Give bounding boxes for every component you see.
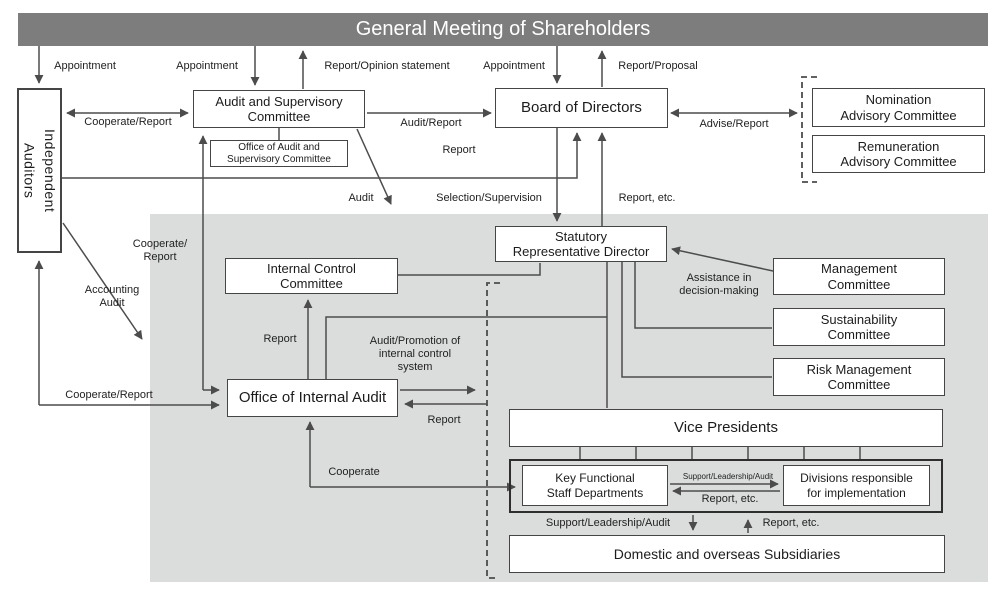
- label-report-oia-icc: Report: [263, 333, 297, 345]
- box-divisions-implementation: Divisions responsible for implementation: [783, 465, 930, 506]
- box-office-audit-supervisory: Office of Audit and Supervisory Committe…: [210, 140, 348, 167]
- label-selection-supervision: Selection/Supervision: [436, 192, 542, 204]
- label-cooperate-report-ia-oia: Cooperate/Report: [65, 389, 153, 401]
- label-advise-report: Advise/Report: [699, 118, 769, 130]
- label-support-leadership-audit-subsidiaries: Support/Leadership/Audit: [545, 517, 671, 529]
- arrow-audit-diagonal: [356, 128, 392, 205]
- box-independent-auditors: Independent Auditors: [17, 88, 62, 253]
- label-support-leadership-audit-inner: Support/Leadership/Audit: [682, 472, 774, 481]
- label-cooperate: Cooperate: [328, 466, 380, 478]
- link-srd-sustainability: [634, 262, 772, 329]
- link-vp-ticks: [579, 447, 861, 459]
- label-report-etc-inner: Report, etc.: [701, 493, 759, 505]
- link-icc-srd: [398, 263, 541, 276]
- label-accounting-audit: Accounting Audit: [84, 284, 140, 309]
- box-vice-presidents: Vice Presidents: [509, 409, 943, 447]
- general-meeting-banner: General Meeting of Shareholders: [18, 13, 988, 46]
- label-appointment-bod: Appointment: [483, 60, 545, 72]
- box-statutory-representative-director: Statutory Representative Director: [495, 226, 667, 262]
- label-appointment-left: Appointment: [54, 60, 116, 72]
- label-report-opinion-statement: Report/Opinion statement: [324, 60, 450, 72]
- arrow-report-ia-to-bod: [62, 132, 582, 179]
- box-management-committee: Management Committee: [773, 258, 945, 295]
- label-report-to-bod: Report: [442, 144, 476, 156]
- label-report-proposal: Report/Proposal: [618, 60, 698, 72]
- link-oia-srd: [325, 316, 607, 379]
- arrow-assistance-decision: [671, 246, 774, 272]
- label-audit-diagonal: Audit: [348, 192, 374, 204]
- label-report-etc-subsidiaries: Report, etc.: [762, 517, 820, 529]
- box-sustainability-committee: Sustainability Committee: [773, 308, 945, 346]
- arrow-accounting-audit: [62, 222, 143, 340]
- box-nomination-advisory-committee: Nomination Advisory Committee: [812, 88, 985, 127]
- link-srd-risk: [621, 262, 772, 378]
- label-audit-report: Audit/Report: [400, 117, 462, 129]
- label-assistance-decision: Assistance in decision-making: [679, 272, 759, 297]
- label-report-etc-to-bod: Report, etc.: [618, 192, 676, 204]
- box-remuneration-advisory-committee: Remuneration Advisory Committee: [812, 135, 985, 173]
- box-board-of-directors: Board of Directors: [495, 88, 668, 128]
- label-report-to-oia: Report: [427, 414, 461, 426]
- box-office-internal-audit: Office of Internal Audit: [227, 379, 398, 417]
- label-appointment-asc: Appointment: [176, 60, 238, 72]
- box-domestic-subsidiaries: Domestic and overseas Subsidiaries: [509, 535, 945, 573]
- dashed-bracket-executive: [486, 282, 500, 579]
- label-cooperate-report-ia-asc: Cooperate/Report: [84, 116, 172, 128]
- box-key-functional-staff: Key Functional Staff Departments: [522, 465, 668, 506]
- box-internal-control-committee: Internal Control Committee: [225, 258, 398, 294]
- label-audit-promotion: Audit/Promotion of internal control syst…: [369, 335, 461, 373]
- label-cooperate-report-asc-oia: Cooperate/ Report: [132, 238, 188, 263]
- box-audit-supervisory-committee: Audit and Supervisory Committee: [193, 90, 365, 128]
- box-risk-management-committee: Risk Management Committee: [773, 358, 945, 396]
